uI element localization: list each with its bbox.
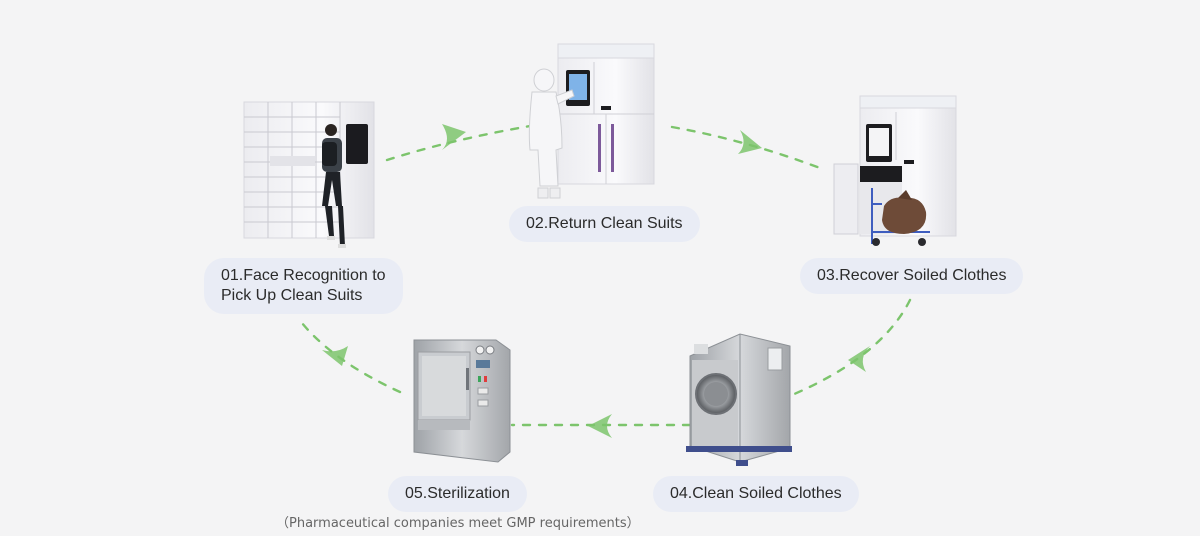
arrow-path-1-2	[385, 124, 532, 162]
step-02-label: 02.Return Clean Suits	[509, 206, 700, 242]
flow-arrow-icon	[442, 124, 466, 150]
flow-arrow-icons	[322, 124, 870, 438]
recovery-cabinet-illustration	[833, 95, 957, 246]
flow-arrow-icon	[322, 346, 348, 366]
step-03-label: 03.Recover Soiled Clothes	[800, 258, 1024, 294]
step-01-label-line1: 01.Face Recognition to	[221, 267, 386, 284]
gmp-note: （Pharmaceutical companies meet GMP requi…	[276, 516, 640, 531]
flow-arrow-icon	[848, 346, 870, 372]
step-05-label: 05.Sterilization	[388, 476, 527, 512]
arrow-path-3-4	[778, 298, 912, 402]
sterilizer-illustration	[413, 339, 511, 463]
flow-arrow-icon	[738, 130, 762, 154]
arrow-path-2-3	[670, 125, 822, 170]
smart-locker-illustration	[243, 101, 375, 248]
washing-machine-illustration	[686, 333, 792, 466]
return-cabinet-illustration	[528, 43, 655, 199]
step-01-label: 01.Face Recognition to Pick Up Clean Sui…	[204, 258, 403, 314]
step-01-label-line2: Pick Up Clean Suits	[221, 287, 363, 304]
flow-arrow-icon	[588, 414, 612, 438]
step-04-label: 04.Clean Soiled Clothes	[653, 476, 859, 512]
arrow-path-5-1	[296, 316, 402, 394]
